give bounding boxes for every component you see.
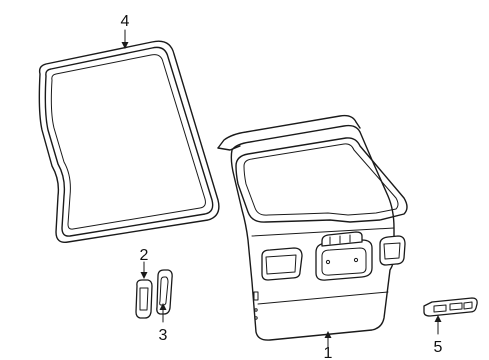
callout-4: 4 — [121, 13, 130, 30]
callout-5: 5 — [434, 339, 443, 356]
emblem-5-part — [423, 297, 478, 317]
callout-1: 1 — [324, 345, 333, 360]
callout-2: 3 — [159, 327, 168, 344]
liftgate-1 — [217, 114, 408, 341]
callout-3: 2 — [140, 247, 149, 264]
bumper-2-part — [156, 269, 173, 315]
bumper-3-part — [135, 279, 153, 319]
weatherstrip-4 — [38, 40, 220, 243]
